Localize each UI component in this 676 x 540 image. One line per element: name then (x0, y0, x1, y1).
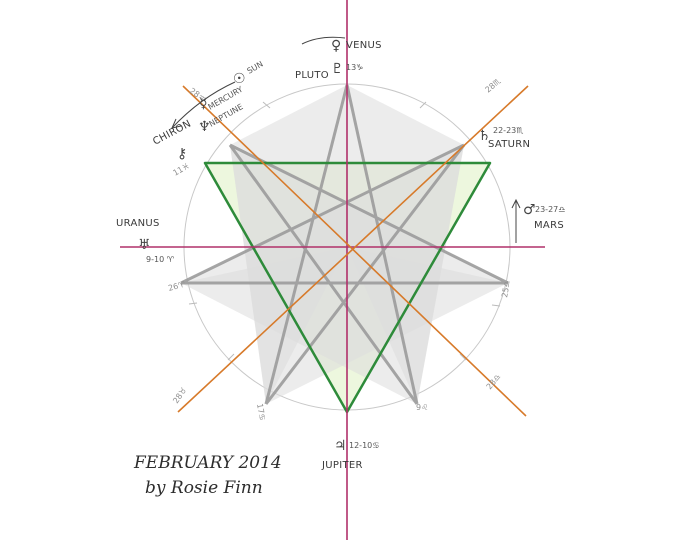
saturn-label: SATURN (488, 139, 530, 150)
uranus-degree: 9-10 ♈ (146, 255, 174, 264)
venus-icon: ♀ (331, 38, 341, 54)
mercury-icon: ☿ (199, 96, 208, 112)
uranus-label: URANUS (116, 218, 160, 229)
sun-label: SUN (246, 59, 265, 75)
saturn-degree: 22-23♏ (493, 126, 524, 135)
credit-date: FEBRUARY 2014 (133, 453, 282, 473)
jupiter-icon: ♃ (334, 438, 347, 454)
credit-author: by Rosie Finn (145, 478, 263, 498)
chiron-icon: ⚷ (177, 146, 187, 162)
wheel-degree-right-lower: 28♎ (485, 372, 503, 391)
pluto-label: PLUTO (295, 70, 329, 81)
motion-arrows (171, 36, 521, 243)
mars-degree: 23-27♎ (535, 205, 565, 214)
mars-icon: ♂ (523, 202, 536, 218)
pluto-icon: ♇ (331, 61, 344, 77)
wheel-degree-bottom-right: 9♌ (416, 403, 428, 412)
mars-label: MARS (534, 220, 564, 231)
chiron-degree: 11♓ (172, 161, 192, 177)
circle-ticks (188, 101, 501, 361)
diagonal-axis-falling (182, 85, 527, 417)
venus-label: VENUS (346, 40, 382, 51)
wheel-degree-top-right: 28♏ (484, 76, 504, 95)
neptune-icon: ♆ (198, 119, 211, 135)
wheel-degree-bottom-left: 17♋ (255, 403, 267, 422)
sun-icon: ☉ (233, 71, 246, 87)
jupiter-label: JUPITER (321, 460, 363, 471)
pluto-degree: 13♑ (346, 63, 363, 72)
chiron-label: CHIRON (151, 118, 193, 147)
jupiter-degree: 12-10♋ (349, 441, 379, 450)
heptagram-lines (180, 84, 509, 405)
wheel-degree-right-upper: 25♎ (500, 280, 512, 299)
wheel-degree-left-lower: 28♉ (171, 386, 188, 405)
wheel-degree-left-mid: 26♈ (167, 280, 186, 293)
saturn-icon: ♄ (478, 128, 491, 144)
uranus-icon: ♅ (138, 237, 151, 253)
